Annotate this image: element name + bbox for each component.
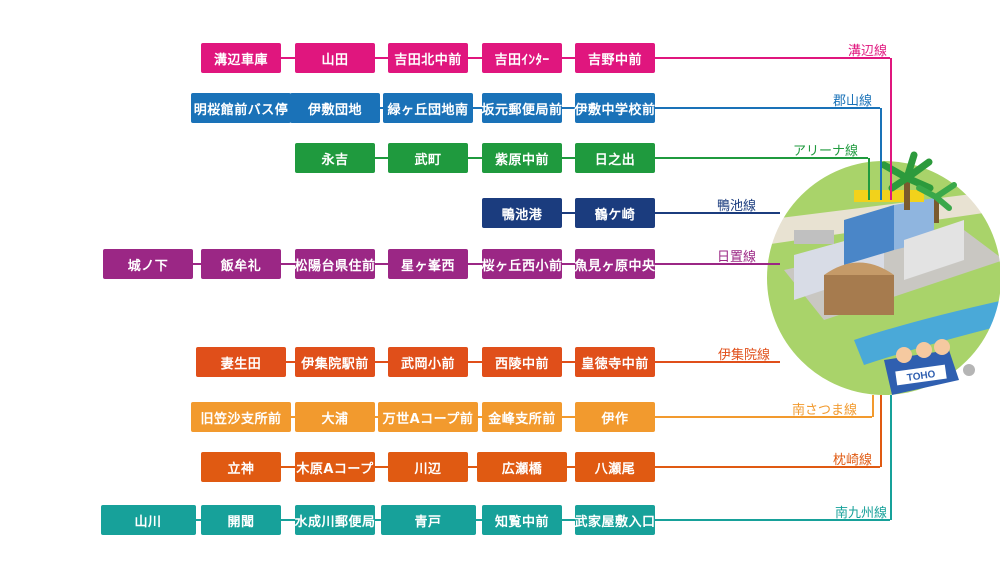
stop-button[interactable]: 永吉	[295, 143, 375, 173]
bus-sign: TOHO	[906, 369, 936, 384]
route-name: 郡山線	[832, 94, 872, 109]
stop-button[interactable]: 飯牟礼	[201, 249, 281, 279]
stop-button[interactable]: 立神	[201, 452, 281, 482]
stop-button[interactable]: 広瀬橋	[477, 452, 567, 482]
route-name: 南九州線	[834, 506, 887, 521]
stop-button[interactable]: 開聞	[201, 505, 281, 535]
stop-button[interactable]: 溝辺車庫	[201, 43, 281, 73]
stop-button[interactable]: 川辺	[388, 452, 468, 482]
stop-button[interactable]: 星ヶ峯西	[388, 249, 468, 279]
stop-button[interactable]: 坂元郵便局前	[482, 93, 562, 123]
route-name: 日置線	[716, 250, 756, 265]
stop-button[interactable]: 万世Aコープ前	[378, 402, 478, 432]
route-connector	[890, 395, 892, 520]
route-name: 溝辺線	[847, 44, 887, 59]
stop-button[interactable]: 山田	[295, 43, 375, 73]
stop-button[interactable]: 青戸	[380, 505, 476, 535]
stop-button[interactable]: 明桜館前バス停	[191, 93, 291, 123]
stop-button[interactable]: 吉田北中前	[388, 43, 468, 73]
stop-button[interactable]: 伊敷中学校前	[575, 93, 655, 123]
stop-button[interactable]: 日之出	[575, 143, 655, 173]
route-connector	[868, 158, 870, 200]
stop-button[interactable]: 大浦	[295, 402, 375, 432]
route-name: 鴨池線	[716, 199, 756, 214]
route-connector	[872, 395, 874, 417]
bus-icon: TOHO	[884, 339, 975, 395]
stop-button[interactable]: 旧笠沙支所前	[191, 402, 291, 432]
stop-button[interactable]: 武岡小前	[388, 347, 468, 377]
stop-button[interactable]: 木原Aコープ	[295, 452, 375, 482]
stop-button[interactable]: 八瀬尾	[575, 452, 655, 482]
route-name: アリーナ線	[792, 144, 858, 159]
route-name: 南さつま線	[791, 403, 857, 418]
stop-button[interactable]: 西陵中前	[482, 347, 562, 377]
stop-button[interactable]: 吉田ｲﾝﾀｰ	[482, 43, 562, 73]
stop-button[interactable]: 鶴ケ崎	[575, 198, 655, 228]
campus-illustration: TOHO	[765, 151, 1000, 397]
route-connector	[890, 58, 892, 200]
stop-button[interactable]: 吉野中前	[575, 43, 655, 73]
stop-button[interactable]: 城ノ下	[103, 249, 193, 279]
stop-button[interactable]: 伊集院駅前	[295, 347, 375, 377]
stop-button[interactable]: 金峰支所前	[482, 402, 562, 432]
stop-button[interactable]: 鴨池港	[482, 198, 562, 228]
route-connector	[880, 395, 882, 467]
stop-button[interactable]: 伊作	[575, 402, 655, 432]
stop-button[interactable]: 緑ヶ丘団地南	[383, 93, 473, 123]
stop-button[interactable]: 伊敷団地	[290, 93, 380, 123]
palm-tree-icon	[880, 151, 957, 223]
stop-button[interactable]: 妻生田	[196, 347, 286, 377]
stop-button[interactable]: 魚見ヶ原中央	[575, 249, 655, 279]
stop-button[interactable]: 山川	[100, 505, 196, 535]
route-connector	[880, 108, 882, 200]
stop-button[interactable]: 紫原中前	[482, 143, 562, 173]
stop-button[interactable]: 桜ヶ丘西小前	[482, 249, 562, 279]
stop-button[interactable]: 知覧中前	[482, 505, 562, 535]
stop-button[interactable]: 武町	[388, 143, 468, 173]
stop-button[interactable]: 松陽台県住前	[295, 249, 375, 279]
stop-button[interactable]: 武家屋敷入口	[575, 505, 655, 535]
route-name: 伊集院線	[717, 348, 770, 363]
stop-button[interactable]: 皇徳寺中前	[575, 347, 655, 377]
route-name: 枕崎線	[832, 453, 872, 468]
stop-button[interactable]: 水成川郵便局	[295, 505, 375, 535]
